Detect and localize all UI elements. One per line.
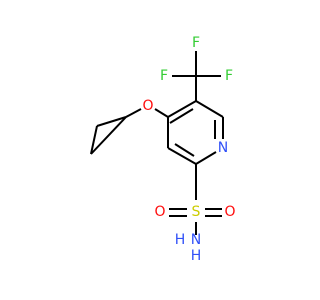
bond-ring-c2-n1 [195, 151, 217, 165]
atom-oxygen-ether: O [142, 98, 153, 114]
atom-oxygen-sulfonyl-right: O [224, 204, 235, 220]
atom-nitrogen-amine: N [191, 232, 201, 248]
atom-oxygen-sulfonyl-left: O [154, 204, 165, 220]
bond-ring-c3-c2-inner [174, 143, 195, 157]
atom-hydrogen-amine-2: H [191, 248, 202, 264]
bond-ring-c6-c5 [195, 100, 224, 118]
bond-ring-c5-c4 [167, 100, 197, 118]
atom-hydrogen-amine: H [175, 232, 186, 248]
atom-fluorine-right: F [225, 68, 233, 84]
atom-label-layer: F F F O N S O O H N H [142, 35, 235, 264]
bond-cyclopropyl-2 [90, 125, 98, 155]
bond-layer [90, 51, 224, 235]
atom-sulfur: S [192, 204, 201, 220]
atom-nitrogen-ring: N [218, 140, 228, 156]
bond-ring-c5-c4-inner [169, 108, 194, 124]
bond-ring-ether-o [154, 108, 169, 118]
atom-fluorine-left: F [160, 68, 168, 84]
atom-fluorine-top: F [192, 35, 200, 51]
bond-ring-c3-c2 [167, 147, 197, 165]
bond-ether-o-cyclopropyl [125, 108, 142, 118]
bond-cyclopropyl-1 [96, 116, 127, 127]
bond-cyclopropyl-3 [90, 116, 127, 155]
chemical-structure-diagram: F F F O N S O O H N H [90, 35, 236, 264]
